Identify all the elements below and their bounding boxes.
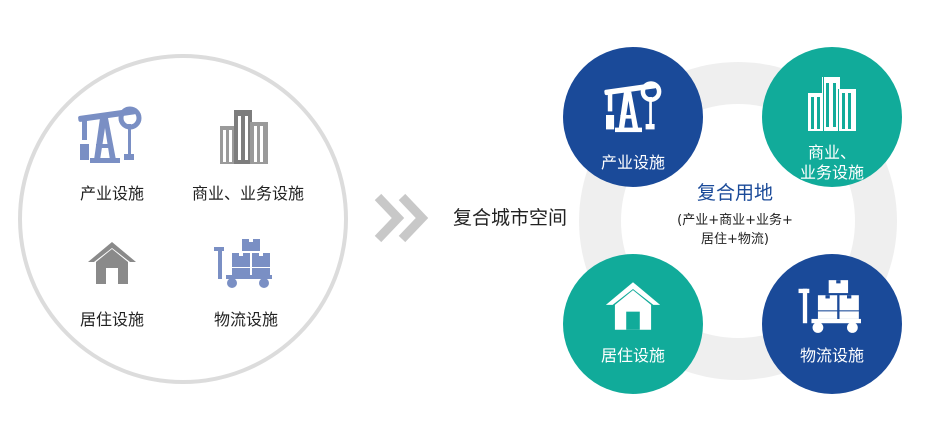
center-subtitle: (产业+商业+业务+ 居住+物流) bbox=[640, 211, 830, 249]
office-building-icon bbox=[808, 77, 856, 131]
left-item-housing-label: 居住设施 bbox=[80, 310, 145, 329]
bubble-industry-label: 产业设施 bbox=[600, 153, 665, 172]
oil-pump-icon bbox=[78, 106, 142, 163]
office-building-icon bbox=[220, 110, 268, 164]
bubble-commerce-label-line2: 业务设施 bbox=[799, 163, 864, 182]
left-item-logistics-label: 物流设施 bbox=[214, 310, 279, 329]
bubble-housing-label: 居住设施 bbox=[600, 346, 665, 365]
center-sub-line1: (产业+商业+业务+ bbox=[677, 213, 793, 228]
cart-boxes-icon bbox=[798, 280, 861, 333]
bubble-commerce-label-line1: 商业、 bbox=[807, 143, 856, 162]
left-item-commerce-label: 商业、业务设施 bbox=[192, 184, 305, 203]
composite-urban-space-label: 复合城市空间 bbox=[453, 207, 568, 229]
oil-pump-icon bbox=[604, 81, 662, 133]
bubble-industry: 产业设施 bbox=[563, 47, 703, 187]
bubble-logistics-label: 物流设施 bbox=[799, 346, 864, 365]
left-circle bbox=[18, 54, 348, 384]
double-chevron-right-icon bbox=[374, 193, 429, 243]
center-title: 复合用地 bbox=[696, 182, 773, 204]
bubble-housing: 居住设施 bbox=[563, 254, 703, 394]
cart-boxes-icon bbox=[214, 239, 272, 288]
bubble-commerce: 商业、 业务设施 bbox=[762, 47, 902, 187]
bubble-logistics: 物流设施 bbox=[762, 254, 902, 394]
house-icon bbox=[605, 282, 661, 330]
house-icon bbox=[88, 242, 136, 284]
center-sub-line2: 居住+物流) bbox=[701, 232, 769, 247]
left-item-industry-label: 产业设施 bbox=[80, 184, 145, 203]
